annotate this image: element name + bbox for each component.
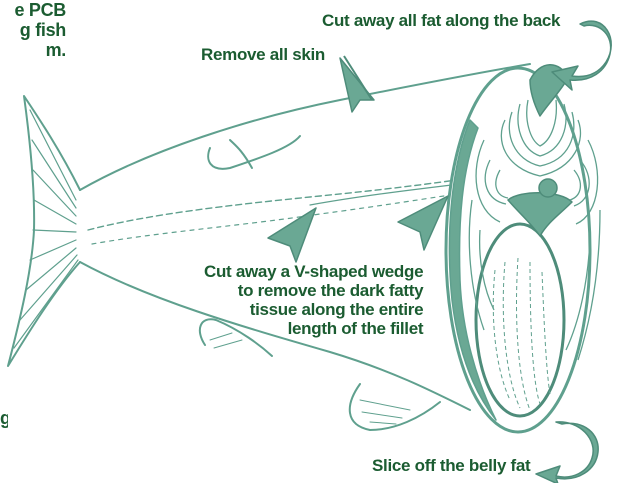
wedge-label-line: Cut away a V-shaped wedge [204,262,423,281]
wedge-label-line: tissue along the entire [204,300,423,319]
skin-arrow [340,58,374,112]
wedge-label: Cut away a V-shaped wedge to remove the … [204,262,423,338]
cropped-intro-line: m. [0,40,66,60]
wedge-arrow-left [268,208,316,262]
back-fat-arrow [552,21,611,90]
back-fat-label: Cut away all fat along the back [322,11,560,30]
wedge-label-line: to remove the dark fatty [204,281,423,300]
dorsal-fin [208,136,300,169]
wedge-label-line: length of the fillet [204,319,423,338]
belly-fat-label: Slice off the belly fat [372,456,530,475]
cropped-intro-text: e PCB g fish m. [0,0,66,60]
tail-fin-rays [14,110,78,348]
cropped-intro-line: e PCB [0,0,66,20]
belly-cavity [476,224,564,416]
belly-fat-arrow [536,422,598,483]
skin-label: Remove all skin [201,45,325,64]
wedge-arrow-right [398,196,448,250]
spine [539,179,557,197]
cropped-intro-line: g fish [0,20,66,40]
cropped-edge-text: g [0,409,8,428]
cross-section [446,65,600,432]
